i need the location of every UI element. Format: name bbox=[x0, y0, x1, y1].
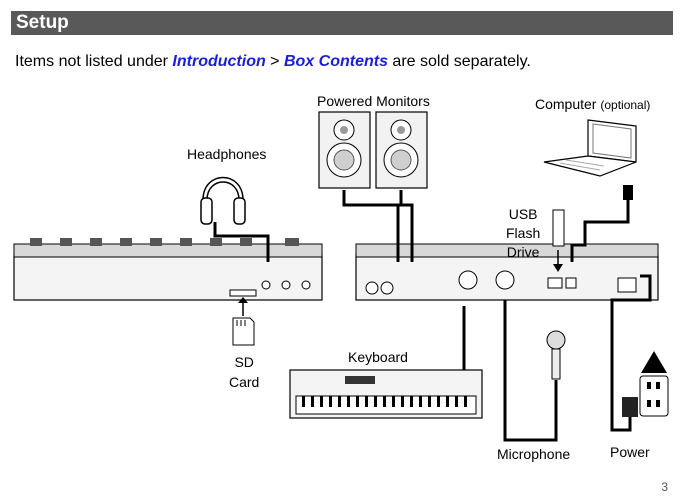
headphones-icon bbox=[200, 176, 246, 225]
usb-flash-drive-icon bbox=[552, 209, 565, 272]
label-sd-card: SD Card bbox=[229, 352, 259, 392]
usb-plug-icon bbox=[623, 185, 633, 200]
intro-text: Items not listed under Introduction > Bo… bbox=[15, 53, 531, 71]
label-microphone: Microphone bbox=[497, 446, 571, 462]
mpc-front-panel bbox=[13, 238, 323, 301]
label-usb-line-3: Drive bbox=[506, 244, 540, 260]
label-sd-line-1: SD bbox=[234, 354, 254, 370]
label-usb-line-1: USB bbox=[508, 206, 538, 222]
label-keyboard: Keyboard bbox=[348, 349, 408, 365]
powered-monitors-icon bbox=[318, 111, 428, 189]
laptop-icon bbox=[543, 119, 637, 177]
keyboard-icon bbox=[289, 369, 483, 419]
section-title: Setup bbox=[16, 12, 69, 33]
label-sd-line-2: Card bbox=[229, 374, 260, 390]
label-computer-text: Computer bbox=[535, 96, 597, 112]
intro-separator: > bbox=[265, 53, 284, 70]
label-computer-note: (optional) bbox=[600, 98, 651, 112]
box-contents-link[interactable]: Box Contents bbox=[283, 53, 388, 70]
microphone-icon bbox=[546, 330, 566, 380]
power-outlet-icon bbox=[622, 351, 669, 417]
label-powered-monitors: Powered Monitors bbox=[317, 93, 430, 109]
label-headphones: Headphones bbox=[187, 146, 267, 162]
sd-card-icon bbox=[232, 297, 255, 346]
label-power: Power bbox=[610, 444, 650, 460]
mpc-rear-panel bbox=[355, 243, 659, 301]
introduction-link[interactable]: Introduction bbox=[172, 53, 266, 70]
section-header-bar: Setup bbox=[11, 11, 673, 35]
label-usb-line-2: Flash bbox=[506, 225, 541, 241]
intro-suffix: are sold separately. bbox=[387, 53, 531, 70]
label-usb-flash-drive: USB Flash Drive bbox=[506, 205, 540, 262]
page-number: 3 bbox=[661, 480, 668, 494]
label-computer: Computer (optional) bbox=[535, 96, 650, 112]
intro-prefix: Items not listed under bbox=[15, 53, 173, 70]
